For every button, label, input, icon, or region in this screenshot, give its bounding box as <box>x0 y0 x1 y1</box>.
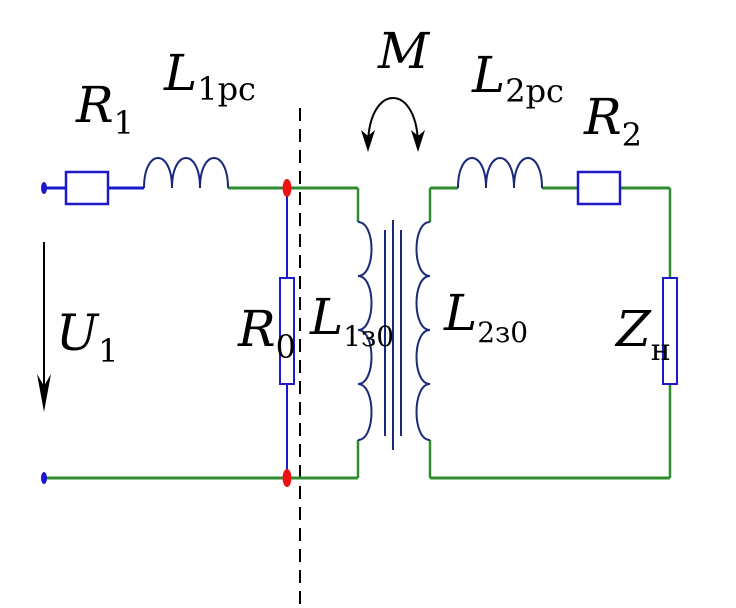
label-u1: U1 <box>56 304 119 370</box>
inductor-l1-leakage <box>143 157 229 189</box>
bottom-wire-primary <box>44 440 360 480</box>
label-zn: Zн <box>614 300 671 368</box>
top-wire-primary <box>44 186 360 222</box>
label-r1: R1 <box>75 76 134 142</box>
resistor-r2 <box>576 170 622 206</box>
load-zn <box>662 277 678 385</box>
terminal-bottom-left <box>41 472 47 484</box>
terminal-top-left <box>41 182 47 194</box>
transformer-core <box>384 220 402 450</box>
label-m: M <box>377 22 431 80</box>
arrowhead-left-icon <box>361 130 375 152</box>
inductor-l2-leakage <box>457 157 543 189</box>
resistor-r1 <box>64 170 110 206</box>
label-l1z: L1з0 <box>309 288 394 353</box>
label-l2z: L2з0 <box>443 284 528 349</box>
arrowhead-right-icon <box>411 130 425 152</box>
node-top <box>282 179 292 197</box>
label-r0: R0 <box>237 300 296 366</box>
label-l1: L1рс <box>163 44 256 108</box>
shunt-branch-r0 <box>279 190 295 476</box>
winding-secondary <box>415 221 431 441</box>
top-wire-secondary <box>428 186 672 278</box>
mutual-inductance-arrow <box>367 97 419 147</box>
winding-primary <box>357 221 373 441</box>
label-l2: L2рс <box>471 46 564 110</box>
label-r2: R2 <box>583 88 642 154</box>
voltage-arrowhead-icon <box>37 374 51 412</box>
node-bottom <box>282 469 292 487</box>
bottom-wire-secondary <box>428 384 672 480</box>
